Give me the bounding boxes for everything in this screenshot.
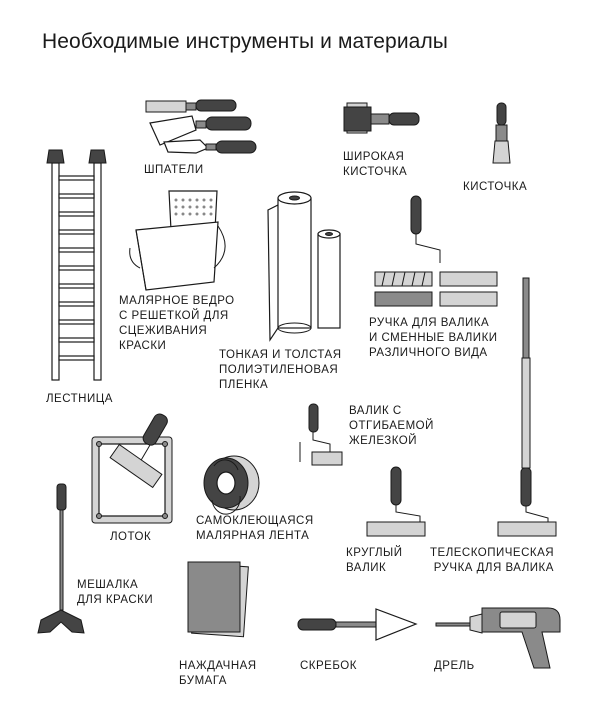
wide-brush-illustration (343, 102, 420, 134)
ladder-illustration (46, 149, 107, 381)
label-bucket: МАЛЯРНОЕ ВЕДРО С РЕШЕТКОЙ ДЛЯ СЦЕЖИВАНИЯ… (119, 295, 235, 352)
paint-mixer-illustration (37, 483, 85, 634)
round-roller-illustration (366, 466, 426, 537)
label-tape: САМОКЛЕЮЩАЯСЯ МАЛЯРНАЯ ЛЕНТА (196, 515, 314, 542)
label-telescopic: ТЕЛЕСКОПИЧЕСКАЯ РУЧКА ДЛЯ ВАЛИКА (430, 547, 555, 574)
label-roller-handle: РУЧКА ДЛЯ ВАЛИКА И СМЕННЫЕ ВАЛИКИ РАЗЛИЧ… (369, 317, 498, 359)
label-tray: ЛОТОК (110, 531, 152, 543)
label-sandpaper: НАЖДАЧНАЯ БУМАГА (179, 660, 257, 687)
sandpaper-illustration (187, 561, 249, 638)
label-mixer: МЕШАЛКА ДЛЯ КРАСКИ (77, 579, 154, 606)
label-bent-roller: ВАЛИК С ОТГИБАЕМОЙ ЖЕЛЕЗКОЙ (349, 405, 434, 447)
label-scraper: СКРЕБОК (300, 660, 357, 672)
label-ladder: ЛЕСТНИЦА (46, 393, 113, 405)
label-drill: ДРЕЛЬ (434, 660, 475, 672)
tray-illustration (91, 413, 173, 524)
label-spatulas: ШПАТЕЛИ (144, 164, 204, 176)
page-title: Необходимые инструменты и материалы (42, 30, 448, 53)
masking-tape-illustration (203, 455, 260, 515)
label-wide-brush: ШИРОКАЯ КИСТОЧКА (343, 151, 408, 178)
bucket-illustration (129, 190, 226, 291)
roller-handle-illustration (374, 195, 498, 307)
drill-illustration (435, 607, 561, 669)
scraper-illustration (297, 608, 418, 641)
label-film: ТОНКАЯ И ТОЛСТАЯ ПОЛИЭТИЛЕНОВАЯ ПЛЕНКА (219, 349, 342, 391)
label-round-roller: КРУГЛЫЙ ВАЛИК (346, 547, 403, 574)
film-rolls-illustration (267, 191, 341, 342)
label-brush: КИСТОЧКА (463, 181, 528, 193)
telescopic-handle-illustration (497, 277, 557, 537)
spatulas-illustration (145, 99, 257, 154)
bent-roller-illustration (299, 403, 343, 466)
brush-illustration (492, 102, 511, 164)
